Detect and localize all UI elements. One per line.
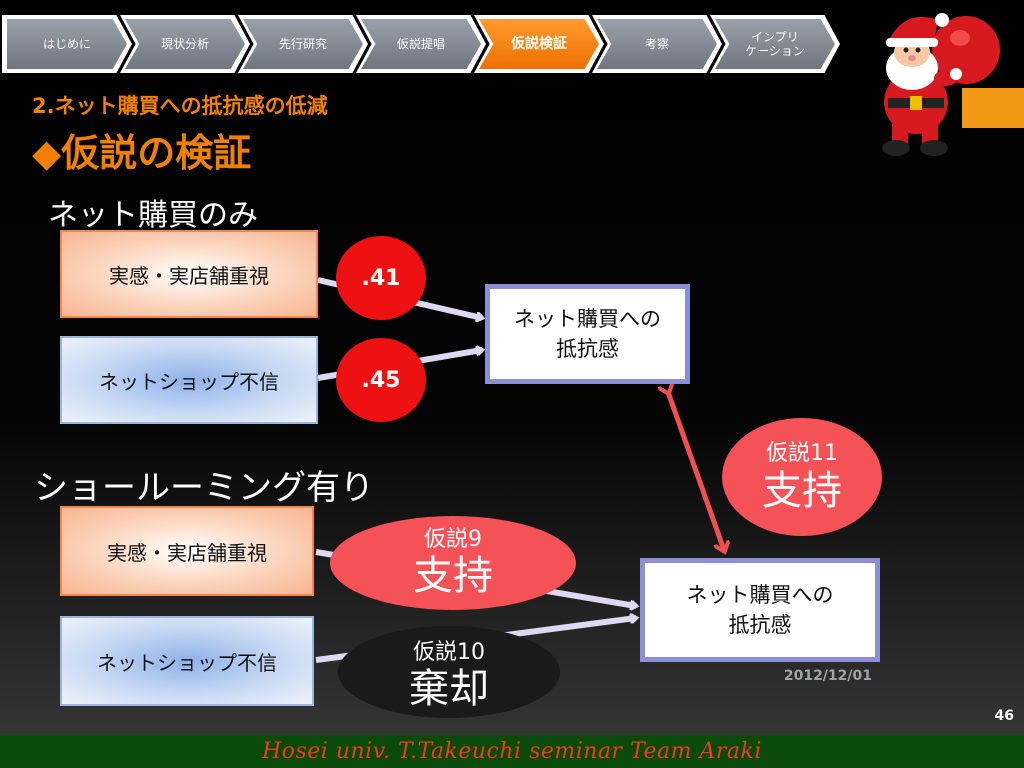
orange-accent-bar [962, 88, 1024, 128]
hypothesis-9-badge: 仮説9 支持 [330, 516, 576, 610]
nav-step-implication[interactable]: インプリケーション [710, 15, 840, 73]
nav-step-intro[interactable]: はじめに [2, 15, 132, 73]
footer-banner: Hosei univ. T.Takeuchi seminar Team Arak… [0, 735, 1024, 768]
coefficient-badge-a: .41 [336, 236, 426, 320]
slide-date: 2012/12/01 [783, 668, 872, 684]
box-label: 実感・実店舗重視 [109, 263, 269, 288]
slide-title: ◆仮説の検証 [32, 131, 252, 175]
nav-step-label: 仮説提唱 [396, 37, 445, 51]
hypothesis-label: 仮説10 [413, 640, 485, 665]
box-netshop-distrust-2: ネットショップ不信 [60, 616, 314, 706]
nav-step-hypothesis[interactable]: 仮説提唱 [356, 15, 486, 73]
target-box-resistance-bottom: ネット購買への 抵抗感 [640, 558, 880, 662]
box-label: 実感・実店舗重視 [107, 540, 267, 565]
page-number: 46 [994, 708, 1014, 724]
footer-text: Hosei univ. T.Takeuchi seminar Team Arak… [262, 739, 762, 764]
target-label-line2: 抵抗感 [728, 613, 792, 637]
hypothesis-11-badge: 仮説11 支持 [722, 418, 882, 536]
coefficient-badge-b: .45 [336, 338, 426, 422]
box-real-store-emphasis: 実感・実店舗重視 [60, 230, 318, 318]
hypothesis-10-badge: 仮説10 棄却 [338, 626, 560, 718]
target-box-resistance-top: ネット購買への 抵抗感 [485, 284, 690, 384]
target-label-line1: ネット購買への [514, 307, 661, 331]
nav-step-analysis[interactable]: 現状分析 [120, 15, 250, 73]
nav-step-discussion[interactable]: 考察 [592, 15, 722, 73]
box-netshop-distrust: ネットショップ不信 [60, 336, 318, 424]
hypothesis-result: 棄却 [409, 666, 489, 712]
nav-step-label: インプリケーション [745, 30, 805, 58]
target-label-line1: ネット購買への [686, 583, 834, 607]
nav-step-label: 現状分析 [160, 37, 209, 51]
double-arrow-link [668, 392, 724, 550]
box-real-store-emphasis-2: 実感・実店舗重視 [60, 506, 314, 596]
nav-step-label: 仮説検証 [511, 36, 567, 52]
nav-step-label: 考察 [644, 37, 669, 51]
section-title-net-only: ネット購買のみ [48, 198, 258, 233]
nav-step-label: 先行研究 [278, 37, 327, 51]
coefficient-value: .45 [361, 367, 401, 393]
hypothesis-label: 仮説9 [424, 527, 482, 552]
nav-step-prior-research[interactable]: 先行研究 [238, 15, 368, 73]
nav-step-verification[interactable]: 仮説検証 [474, 15, 604, 73]
slide-subtitle: 2.ネット購買への抵抗感の低減 [32, 94, 328, 118]
hypothesis-label: 仮説11 [766, 441, 838, 466]
box-label: ネットショップ不信 [99, 369, 279, 394]
box-label: ネットショップ不信 [97, 650, 277, 675]
section-title-showrooming: ショールーミング有り [34, 468, 374, 508]
nav-step-label: はじめに [42, 37, 91, 51]
coefficient-value: .41 [361, 265, 401, 291]
santa-claus-illustration [882, 13, 1000, 156]
hypothesis-result: 支持 [762, 468, 842, 514]
hypothesis-result: 支持 [413, 553, 493, 599]
target-label-line2: 抵抗感 [556, 337, 619, 361]
